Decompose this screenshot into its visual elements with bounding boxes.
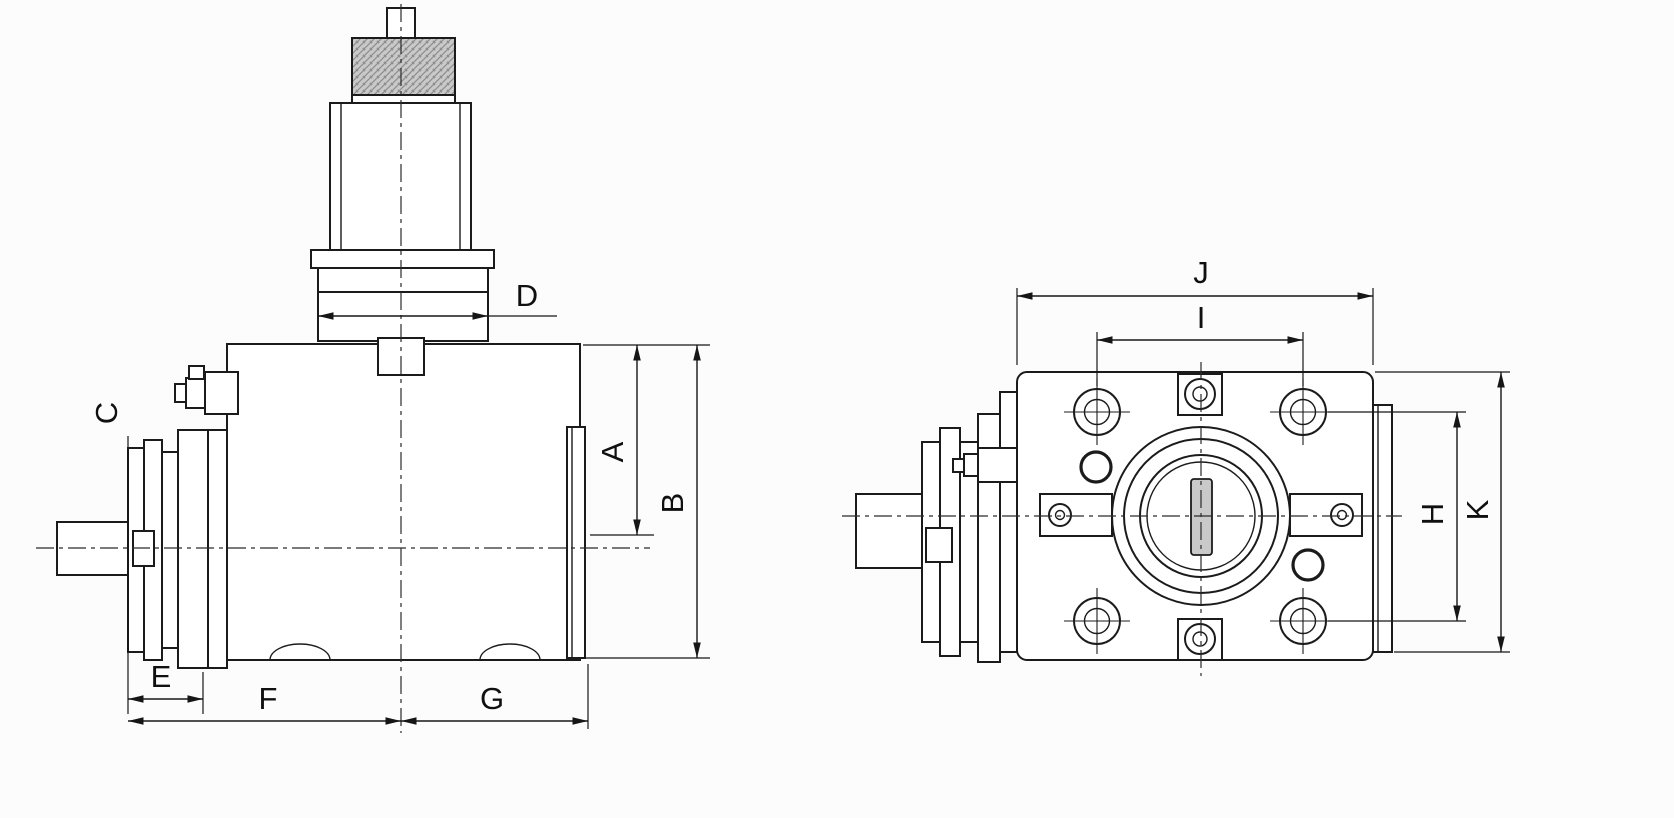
dowel-hole-upper xyxy=(1079,450,1113,484)
dimension-j: J xyxy=(1016,255,1374,365)
dimension-i: I xyxy=(1096,300,1304,386)
spindle-knurl-rim xyxy=(351,94,456,104)
side-shaft-flange xyxy=(56,429,228,669)
front-view xyxy=(842,362,1402,676)
corner-bolt-bottom-right xyxy=(1270,588,1336,654)
grease-fitting xyxy=(174,365,239,415)
front-view-dimensions: J I H K xyxy=(1016,255,1510,653)
front-shaft xyxy=(855,493,923,569)
flange-disc-3 xyxy=(161,451,179,649)
gearbox-body xyxy=(226,343,581,661)
spindle-knurled-cap xyxy=(351,37,456,96)
front-shaft-flange xyxy=(855,391,1018,663)
dim-label-j: J xyxy=(1193,255,1209,290)
vertical-spindle xyxy=(310,7,495,342)
mounting-slot-right xyxy=(479,643,541,661)
dim-label-d: D xyxy=(516,278,538,313)
dimension-h: H xyxy=(1328,411,1466,622)
dimension-k: K xyxy=(1375,371,1510,653)
front-shaft-keyway xyxy=(925,527,953,563)
dowel-hole-lower xyxy=(1291,548,1325,582)
dimension-c: C xyxy=(89,402,124,424)
dimension-e: E xyxy=(127,436,204,714)
left-view-dimensions: D A B C E F xyxy=(89,278,710,729)
cover-plate-side xyxy=(566,426,586,659)
dim-label-f: F xyxy=(259,681,278,716)
spindle-flange-ring xyxy=(310,249,495,269)
dim-label-g: G xyxy=(480,681,504,716)
dim-label-c: C xyxy=(89,402,124,424)
dimension-a: A xyxy=(583,344,710,536)
dim-label-h: H xyxy=(1415,503,1450,525)
mounting-slot-left xyxy=(269,643,331,661)
dim-label-a: A xyxy=(595,441,630,462)
corner-bolt-top-right xyxy=(1270,379,1336,445)
clamp-block-left xyxy=(1039,493,1113,537)
dimension-g: G xyxy=(401,664,589,729)
dim-label-i: I xyxy=(1197,300,1206,335)
clamp-block-right xyxy=(1289,493,1363,537)
flange-hub xyxy=(177,429,209,669)
dimension-f: F xyxy=(128,681,401,725)
dim-label-k: K xyxy=(1460,499,1495,520)
dim-label-e: E xyxy=(151,659,172,694)
dimension-d: D xyxy=(318,278,557,320)
bottom-center-bolt xyxy=(1177,618,1223,661)
front-cover-plate xyxy=(1372,404,1393,653)
dimension-b: B xyxy=(583,345,710,659)
corner-bolt-bottom-left xyxy=(1064,588,1130,654)
corner-bolt-top-left xyxy=(1064,379,1130,445)
top-center-bolt xyxy=(1177,373,1223,416)
dim-label-b: B xyxy=(655,493,690,514)
flange-spacer xyxy=(207,429,228,669)
spindle-flange-ring-2 xyxy=(317,267,489,293)
front-grease-fitting xyxy=(952,447,1019,483)
